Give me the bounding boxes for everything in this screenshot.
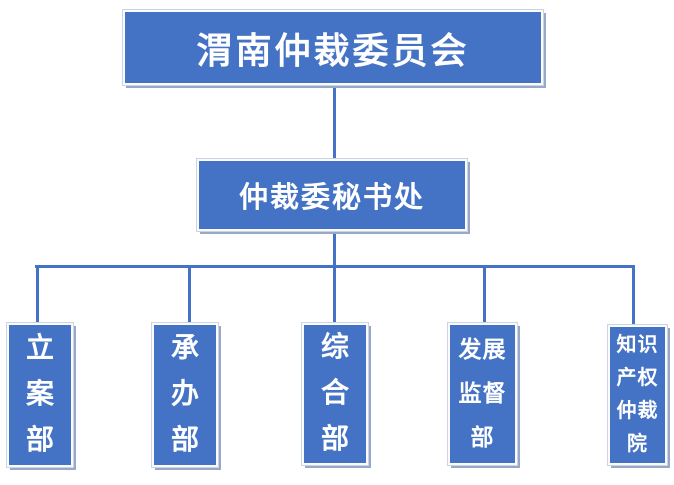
org-node-dept-case-filing: 立 案 部 bbox=[6, 322, 74, 468]
org-node-dept-development-supervision: 发展 监督 部 bbox=[447, 322, 518, 466]
connector-secretariat-to-bus bbox=[333, 231, 336, 267]
org-node-dept-ip-arbitration-court: 知识 产权 仲裁 院 bbox=[607, 324, 668, 466]
connector-stub-dept-2 bbox=[188, 267, 191, 323]
org-node-secretariat: 仲裁委秘书处 bbox=[196, 158, 468, 232]
org-node-root: 渭南仲裁委员会 bbox=[122, 9, 544, 86]
connector-stub-dept-4 bbox=[483, 267, 486, 323]
connector-stub-dept-1 bbox=[36, 267, 39, 323]
connector-horizontal-bus bbox=[35, 265, 635, 268]
org-node-dept-general: 综 合 部 bbox=[301, 322, 369, 466]
connector-stub-dept-3 bbox=[333, 267, 336, 323]
org-node-dept-undertaking: 承 办 部 bbox=[151, 322, 219, 468]
connector-stub-dept-5 bbox=[632, 267, 635, 325]
connector-root-to-secretariat bbox=[333, 85, 336, 160]
